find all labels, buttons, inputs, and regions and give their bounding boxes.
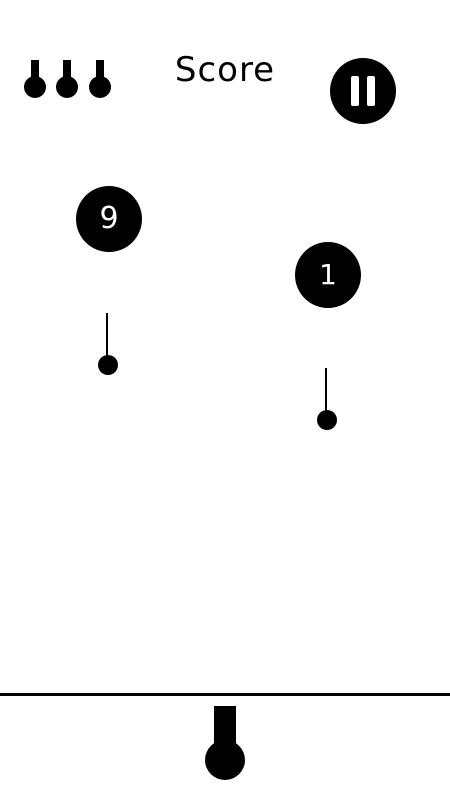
needle-shaft [106, 313, 108, 359]
life-pin-icon [24, 60, 46, 100]
pause-button[interactable] [330, 58, 396, 124]
score-label: Score [174, 50, 276, 90]
target-ball: 9 [76, 186, 142, 252]
life-pin-icon [56, 60, 78, 100]
ground-divider [0, 693, 450, 696]
pin-shooter[interactable] [203, 706, 247, 780]
needle-shaft [325, 368, 327, 414]
needle-head [317, 410, 337, 430]
life-pin-icon [89, 60, 111, 100]
lives-indicator [24, 60, 114, 100]
target-ball: 1 [295, 242, 361, 308]
needle-head [98, 355, 118, 375]
